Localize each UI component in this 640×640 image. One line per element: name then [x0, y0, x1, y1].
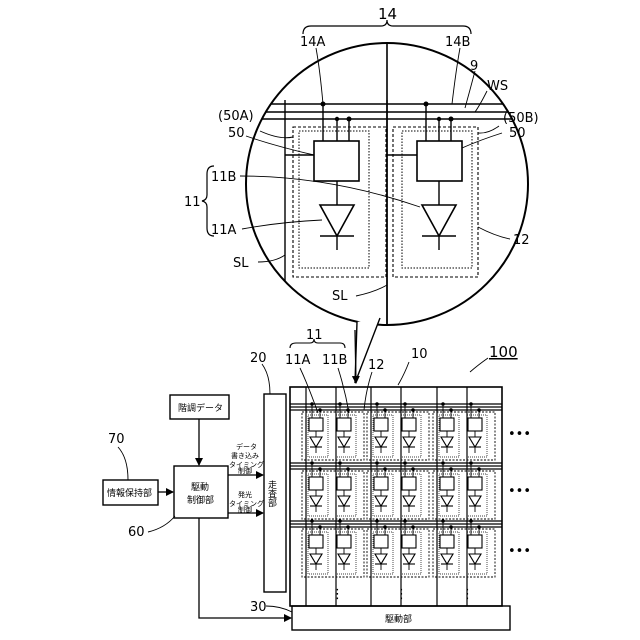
scanner-label: 走査部	[266, 480, 277, 508]
drive-circuit-left	[314, 141, 359, 181]
led-diode	[375, 437, 387, 447]
ellipsis-row-1: •••	[508, 427, 531, 442]
light-emitting-diode-left	[320, 205, 354, 236]
label-10: 10	[411, 347, 428, 362]
drive-circuit	[402, 535, 416, 548]
drive-circuit	[309, 477, 323, 490]
drive-circuit	[374, 477, 388, 490]
label-14B: 14B	[445, 35, 470, 50]
magnifier-pointer	[355, 318, 380, 383]
signal-emit-1: 発光	[238, 490, 252, 499]
drive-circuit	[309, 535, 323, 548]
led-diode	[403, 437, 415, 447]
drive-circuit	[337, 535, 351, 548]
drive-circuit	[402, 477, 416, 490]
ellipsis-col-2: ⋮	[395, 587, 408, 602]
label-14: 14	[378, 5, 397, 23]
led-diode	[338, 437, 350, 447]
label-20: 20	[250, 351, 267, 366]
pixel-box-left	[293, 127, 386, 277]
label-11B-top: 11B	[211, 170, 236, 185]
driver-label: 駆動部	[385, 613, 412, 625]
drive-circuit	[440, 418, 454, 431]
info-holder-label: 情報保持部	[107, 487, 152, 499]
led-diode	[403, 554, 415, 564]
label-50B: (50B)	[503, 111, 539, 126]
label-SL-left: SL	[233, 256, 249, 271]
ellipsis-row-2: •••	[508, 484, 531, 499]
signal-emit-3: 制御	[238, 505, 252, 514]
label-70: 70	[108, 432, 125, 447]
label-60: 60	[128, 525, 145, 540]
label-50-right: 50	[509, 126, 526, 141]
led-diode	[338, 554, 350, 564]
drive-circuit	[374, 418, 388, 431]
label-SL-bottom: SL	[332, 289, 348, 304]
label-WS: WS	[487, 79, 508, 94]
label-12-bottom: 12	[368, 358, 385, 373]
magnified-view	[202, 20, 530, 383]
label-50A: (50A)	[218, 109, 254, 124]
led-diode	[375, 554, 387, 564]
drive-circuit	[468, 477, 482, 490]
ellipsis-row-3: •••	[508, 544, 531, 559]
drive-circuit	[374, 535, 388, 548]
drive-control-label-1: 駆動	[191, 482, 209, 493]
label-11B-bottom: 11B	[322, 353, 347, 368]
label-9: 9	[470, 59, 478, 74]
signal-data-1: データ	[236, 442, 257, 451]
led-diode	[403, 496, 415, 506]
drive-circuit	[402, 418, 416, 431]
label-100: 100	[489, 343, 518, 361]
led-diode	[441, 496, 453, 506]
led-diode	[310, 496, 322, 506]
label-14A: 14A	[300, 35, 326, 50]
label-11A-bottom: 11A	[285, 353, 311, 368]
ellipsis-col-3: ⋮	[461, 587, 474, 602]
led-diode	[441, 554, 453, 564]
signal-data-4: 制御	[238, 466, 252, 475]
led-diode	[310, 554, 322, 564]
led-diode	[469, 437, 481, 447]
label-12-top: 12	[513, 233, 530, 248]
drive-circuit	[309, 418, 323, 431]
led-diode	[469, 554, 481, 564]
label-30: 30	[250, 600, 267, 615]
drive-circuit-right	[417, 141, 462, 181]
drive-circuit	[337, 418, 351, 431]
label-50-left: 50	[228, 126, 245, 141]
drive-circuit	[468, 535, 482, 548]
pixel-circuit-right	[387, 102, 462, 251]
gradation-data-label: 階調データ	[178, 402, 223, 414]
drive-circuit	[440, 477, 454, 490]
drive-circuit	[440, 535, 454, 548]
label-11-top: 11	[184, 195, 201, 210]
led-diode	[469, 496, 481, 506]
drive-circuit	[337, 477, 351, 490]
arrow-control-to-driver	[199, 518, 291, 618]
drive-control-label-2: 制御部	[187, 494, 214, 506]
led-diode	[375, 496, 387, 506]
light-emitting-diode-right	[422, 205, 456, 236]
led-diode	[338, 496, 350, 506]
led-diode	[310, 437, 322, 447]
signal-data-2: 書き込み	[231, 451, 259, 460]
ellipsis-col-1: ⋮	[331, 587, 344, 602]
led-diode	[441, 437, 453, 447]
label-11A-top: 11A	[211, 223, 237, 238]
pixel-array	[290, 387, 502, 606]
drive-circuit	[468, 418, 482, 431]
pixel-circuit-left	[285, 102, 359, 251]
